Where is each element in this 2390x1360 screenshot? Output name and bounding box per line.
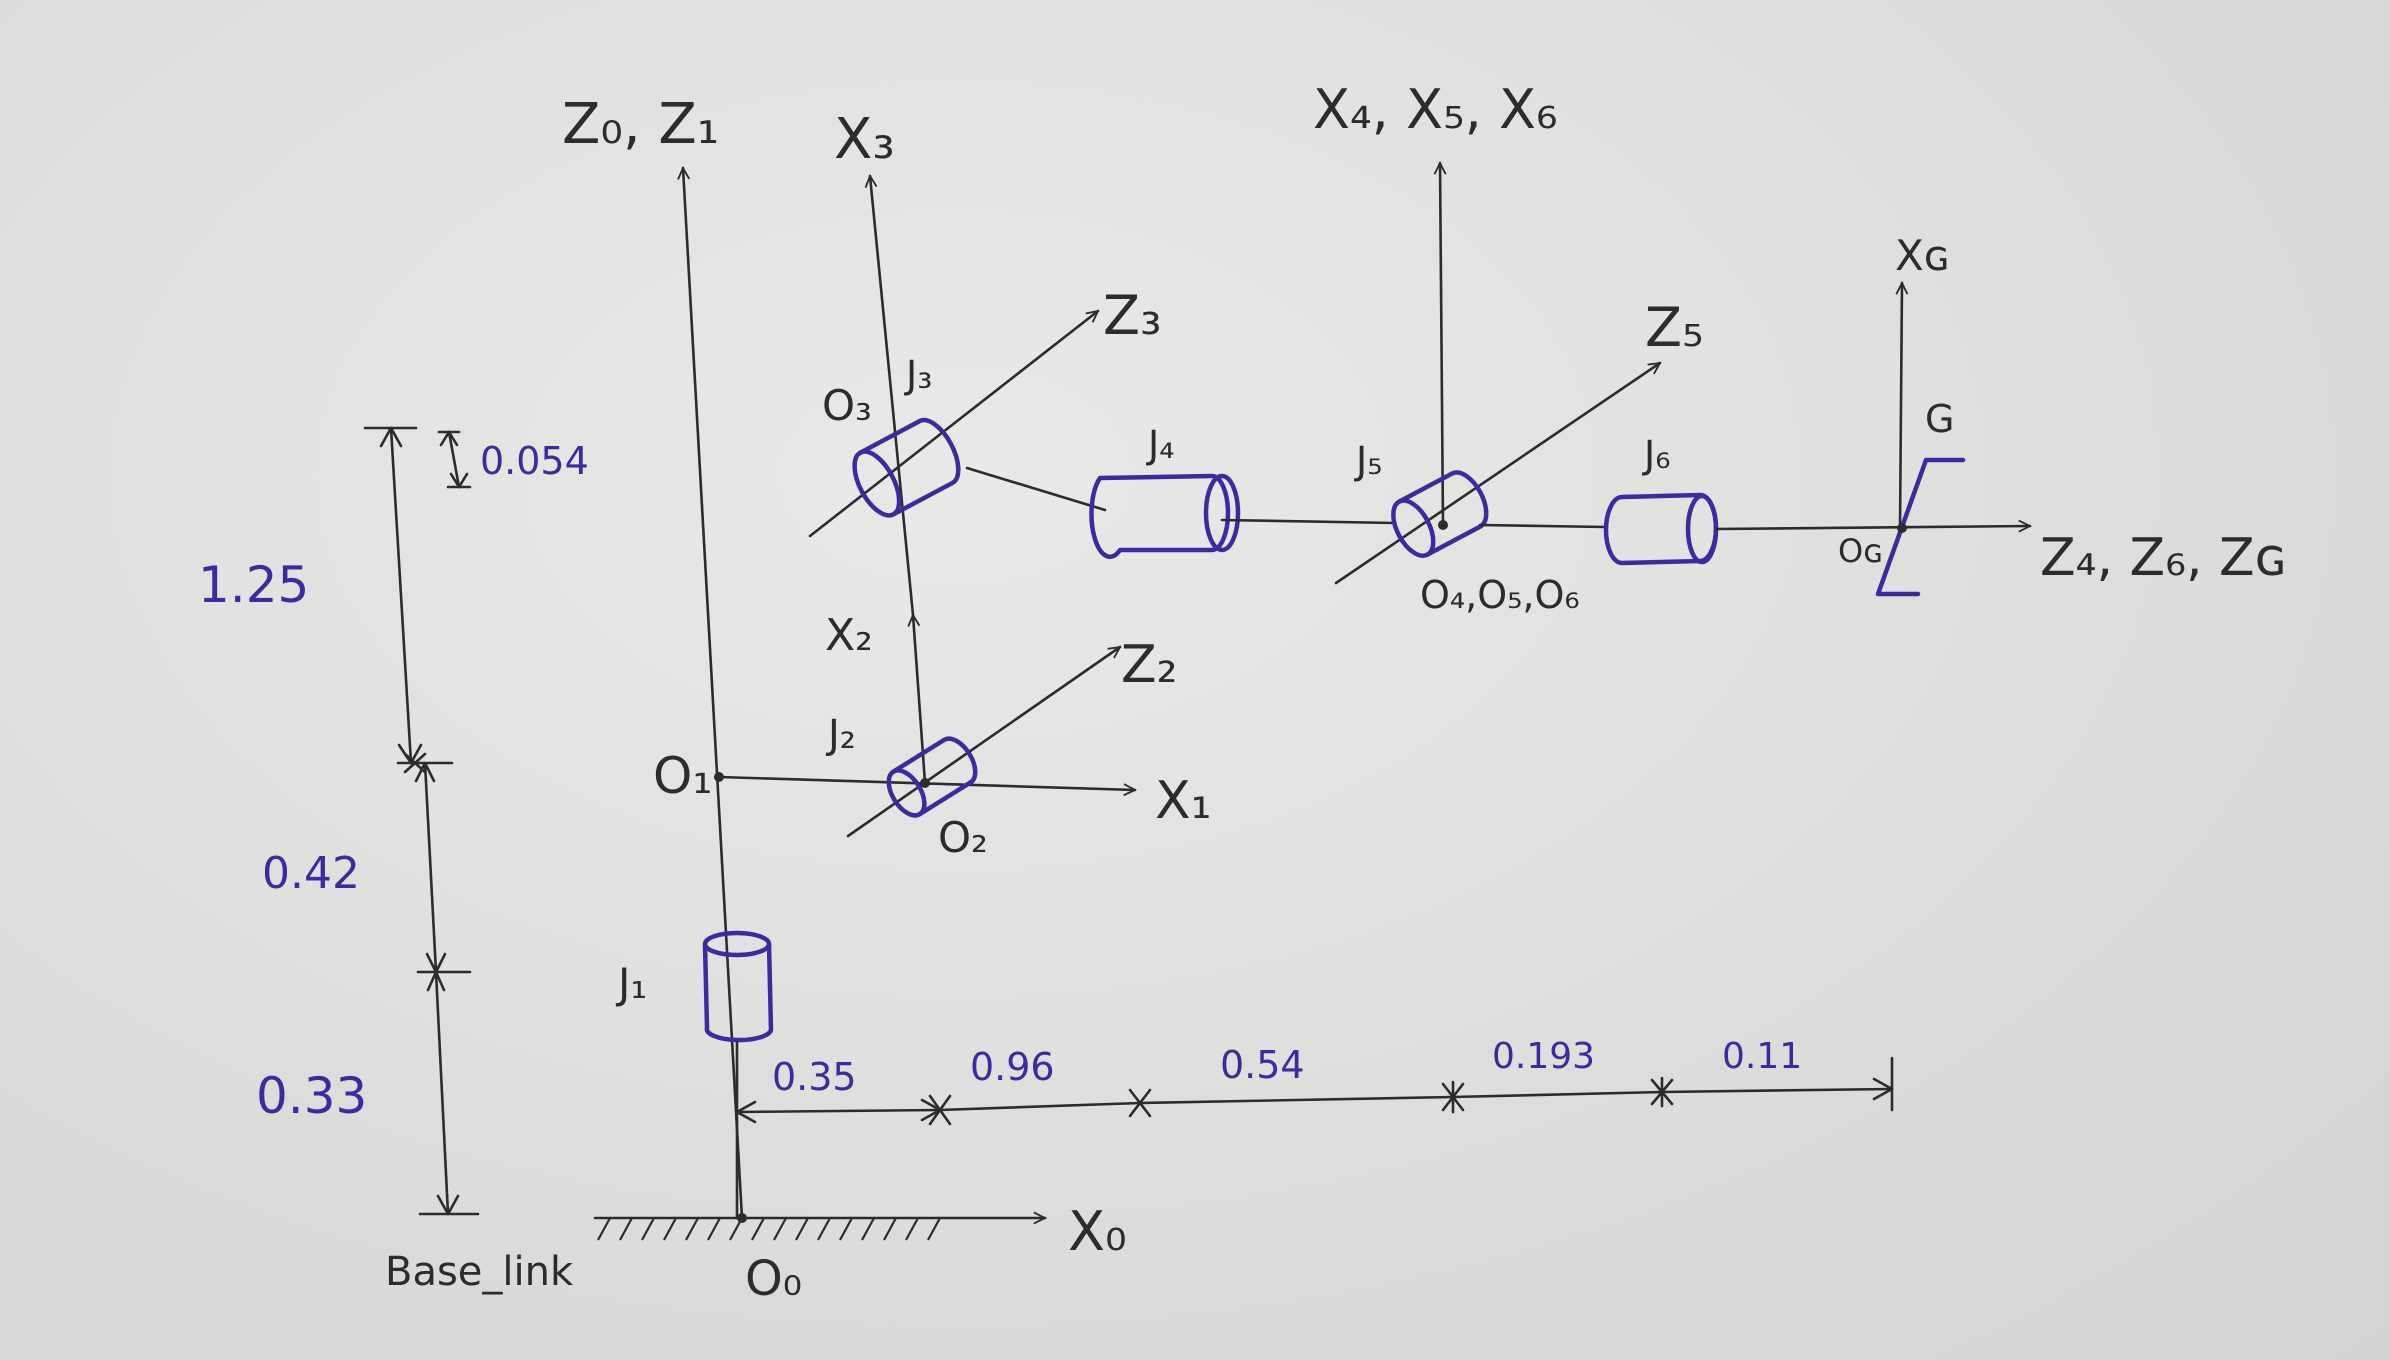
- ground-hatch-mark: [861, 1217, 875, 1241]
- dim-0-96: 0.96: [970, 1045, 1055, 1089]
- dim-0-193: 0.193: [1492, 1036, 1595, 1077]
- label-z2: Z₂: [1121, 635, 1177, 695]
- joint-j2-cylinder: [886, 736, 978, 818]
- ground-hatch-mark: [685, 1217, 699, 1241]
- dim-0-35: 0.35: [772, 1055, 857, 1099]
- dim-0-33: 0.33: [256, 1067, 367, 1125]
- label-x2: X₂: [825, 610, 873, 661]
- label-o2: O₂: [938, 813, 988, 862]
- label-g: G: [1925, 397, 1954, 441]
- label-o1: O₁: [653, 747, 712, 805]
- dim-0-054: 0.054: [480, 439, 589, 483]
- label-z0-z1: Z₀, Z₁: [562, 92, 719, 157]
- ground-hatch-mark: [817, 1217, 831, 1241]
- ground-hatch-mark: [883, 1217, 897, 1241]
- z0-z1-axis: [683, 168, 744, 1220]
- label-j2: J₂: [825, 712, 856, 758]
- label-x3: X₃: [834, 107, 895, 172]
- label-z5: Z₅: [1645, 296, 1704, 359]
- vertical-dimensions: [363, 426, 480, 1216]
- ground-hatch-mark: [663, 1217, 677, 1241]
- joint-j4-cylinder: [1089, 473, 1241, 559]
- ground-hatch-mark: [795, 1217, 809, 1241]
- xg-axis: [1900, 283, 1902, 530]
- ground-hatch-mark: [707, 1217, 721, 1241]
- o2-point: [920, 778, 930, 788]
- ground-hatch-mark: [751, 1217, 765, 1241]
- z5-axis: [1334, 361, 1660, 585]
- joint-j1-cylinder: [702, 930, 774, 1043]
- link-j5-j6: [1478, 523, 1607, 529]
- dim-0-11: 0.11: [1722, 1036, 1802, 1077]
- label-x0: X₀: [1068, 1200, 1127, 1263]
- z4-z6-zg-axis: [1714, 526, 2030, 529]
- joint-j3-cylinder: [852, 417, 961, 518]
- ground-hatch-mark: [905, 1217, 919, 1241]
- ground-hatch-mark: [597, 1217, 611, 1241]
- og-point: [1897, 523, 1907, 533]
- link-j3-j4: [965, 466, 1107, 512]
- label-j3: J₃: [904, 353, 932, 397]
- label-z4-z6-zg: Z₄, Z₆, Zɢ: [2040, 528, 2287, 588]
- label-og: Oɢ: [1838, 532, 1883, 570]
- label-xg: Xɢ: [1895, 231, 1950, 280]
- dim-0-42: 0.42: [262, 848, 360, 899]
- ground-hatch-mark: [839, 1217, 853, 1241]
- label-j4: J₄: [1146, 423, 1174, 467]
- joint-j5-cylinder: [1391, 470, 1489, 558]
- o4-o5-o6-point: [1438, 520, 1448, 530]
- label-x4-x5-x6: X₄, X₅, X₆: [1313, 78, 1558, 141]
- x3-axis: [870, 176, 915, 617]
- label-z3: Z₃: [1103, 284, 1162, 347]
- label-o4-o5-o6: O₄,O₅,O₆: [1420, 573, 1580, 617]
- x4-x5-x6-axis: [1440, 163, 1443, 527]
- horizontal-dimensions: [735, 1040, 1894, 1220]
- link-j4-j5: [1220, 518, 1397, 525]
- ground-hatch-mark: [927, 1217, 941, 1241]
- label-j1: J₁: [615, 959, 647, 1008]
- ground-hatch-mark: [641, 1217, 655, 1241]
- dim-1-25: 1.25: [198, 556, 309, 614]
- ground-hatch-mark: [773, 1217, 787, 1241]
- ground-hatch-mark: [619, 1217, 633, 1241]
- dim-0-54: 0.54: [1220, 1043, 1305, 1087]
- label-o3: O₃: [822, 381, 872, 430]
- z3-axis: [808, 309, 1098, 538]
- z2-axis: [846, 645, 1120, 838]
- ground-hatch: [593, 1217, 1045, 1241]
- label-o0: O₀: [745, 1251, 802, 1307]
- label-j6: J₆: [1642, 433, 1670, 477]
- label-base-link: Base_link: [385, 1249, 574, 1295]
- label-j5: J₅: [1354, 439, 1382, 483]
- label-x1: X₁: [1155, 771, 1211, 831]
- joint-j6-cylinder: [1603, 492, 1719, 566]
